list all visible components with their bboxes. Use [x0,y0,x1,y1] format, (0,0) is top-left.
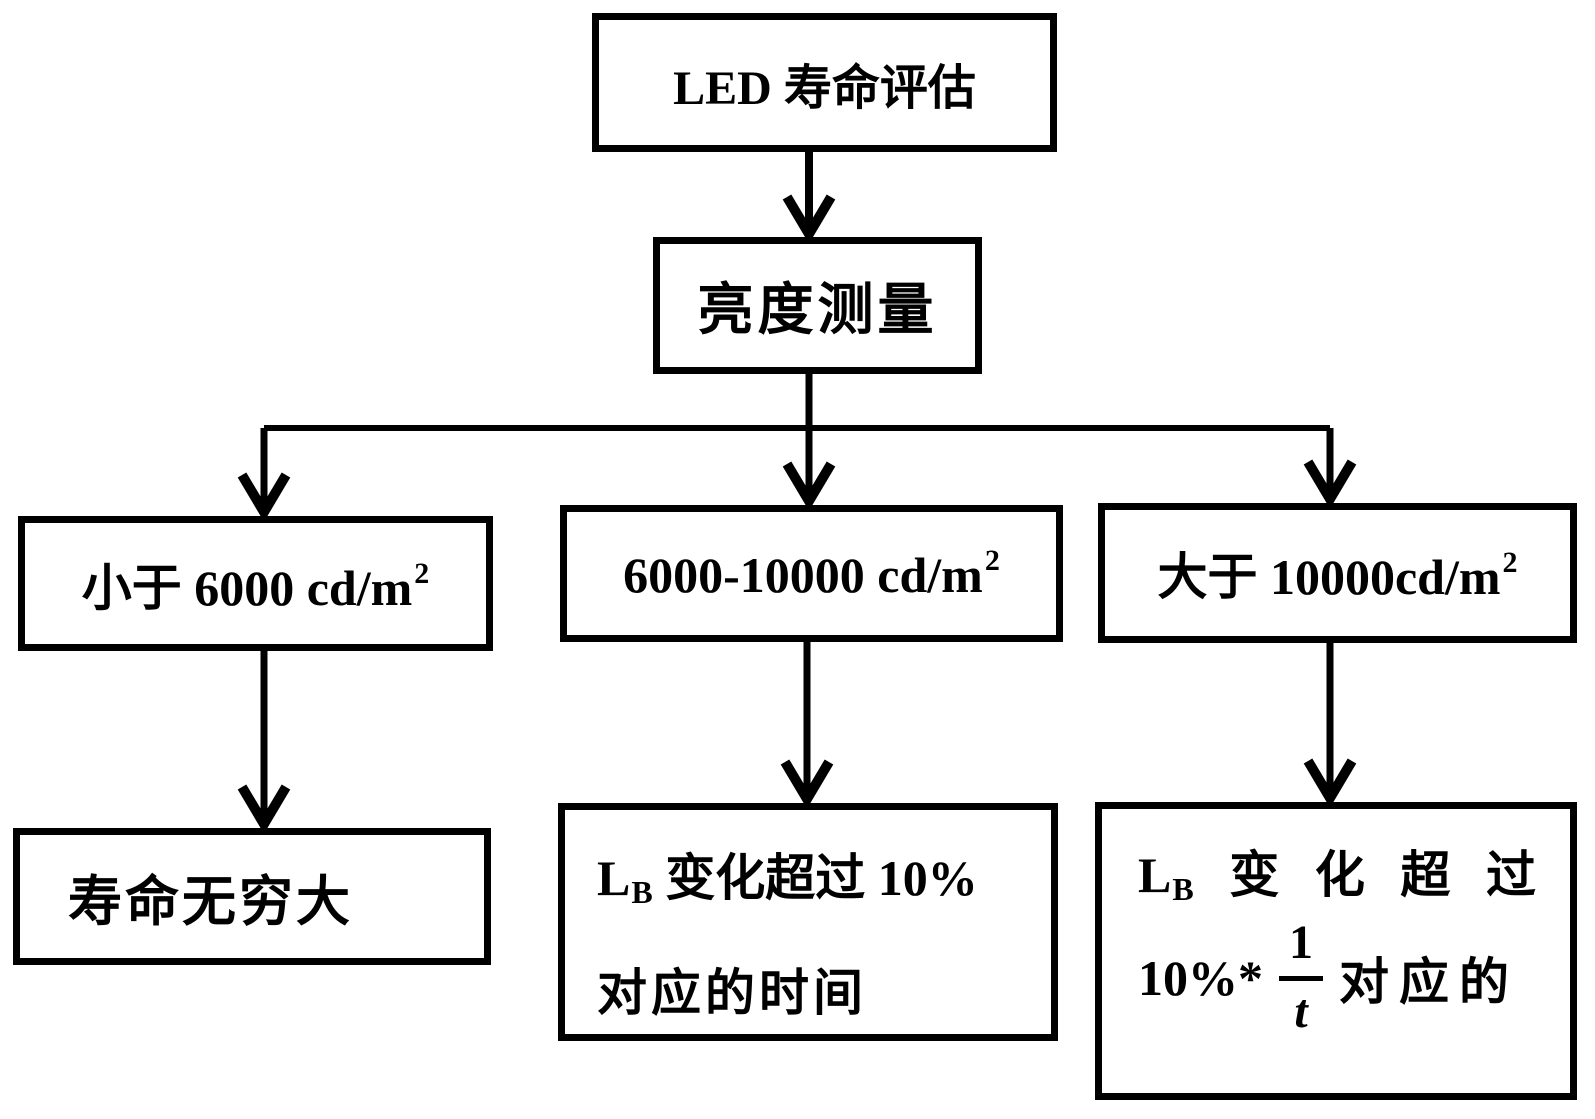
node-led-lifetime-evaluation: LED 寿命评估 [592,13,1057,152]
arrow-branch-to-left [237,428,291,522]
node-luminance-measurement: 亮度测量 [653,237,982,374]
range-text: 6000-10000 cd/m [623,546,983,603]
arrow-branch-to-right [1303,428,1357,509]
fraction-one-over-t: 1 t [1279,917,1323,1039]
arrow-middle-to-lbtime [780,642,834,809]
fraction-denominator: t [1294,985,1308,1039]
lb-rate-suffix: 对应的 [1339,953,1519,1010]
lb-time-line2: 对应的时间 [597,965,867,1021]
lb-rate-line2: 10%* 1 t 对应的 [1138,917,1536,1039]
lb-rate-symbol-subscript: B [1172,871,1194,907]
lb-rate-char1: 变 [1229,847,1280,903]
node-lb-change-10pct-time: LB 变化超过 10% 对应的时间 [558,803,1058,1041]
lb-time-line1-text: 变化超过 10% [652,850,978,906]
node-lb-change-10pct-per-t: LB 变 化 超 过 10%* 1 t 对应的 [1095,802,1577,1100]
lb-symbol-subscript: B [631,874,653,910]
lb-rate-symbol: L [1138,847,1172,903]
node-less-than-6000: 小于 6000 cd/m2 [18,516,493,651]
lb-symbol: L [597,850,631,906]
greater-than-10000-superscript: 2 [1502,546,1518,579]
lb-rate-char4: 过 [1485,847,1536,903]
node-led-lifetime-evaluation-label: LED 寿命评估 [673,61,976,115]
node-greater-than-10000: 大于 10000cd/m2 [1098,503,1577,643]
node-6000-to-10000-label: 6000-10000 cd/m2 [623,544,1000,604]
lb-rate-prefix: 10%* [1138,949,1263,1006]
lb-rate-symbol-group: LB [1138,846,1194,908]
less-than-6000-text: 小于 6000 cd/m [81,559,413,616]
fraction-numerator: 1 [1279,917,1323,982]
arrow-left-to-infinite [237,651,291,834]
arrow-led-to-luminance [782,152,836,244]
node-infinite-lifetime-label: 寿命无穷大 [68,872,353,932]
node-greater-than-10000-label: 大于 10000cd/m2 [1157,537,1517,609]
lb-rate-char3: 超 [1400,847,1451,903]
arrow-right-to-lbrate [1303,643,1357,808]
lb-rate-line1: LB 变 化 超 过 [1138,835,1536,908]
node-less-than-6000-label: 小于 6000 cd/m2 [82,548,430,620]
node-luminance-measurement-label: 亮度测量 [697,280,938,342]
lb-time-line1: LB 变化超过 10% [597,838,978,911]
node-infinite-lifetime: 寿命无穷大 [13,828,491,965]
greater-than-10000-text: 大于 10000cd/m [1157,549,1501,605]
less-than-6000-superscript: 2 [414,556,430,590]
node-6000-to-10000: 6000-10000 cd/m2 [560,505,1063,642]
range-superscript: 2 [984,543,1000,577]
lb-rate-char2: 化 [1314,847,1365,903]
arrow-luminance-to-middle [782,374,836,511]
